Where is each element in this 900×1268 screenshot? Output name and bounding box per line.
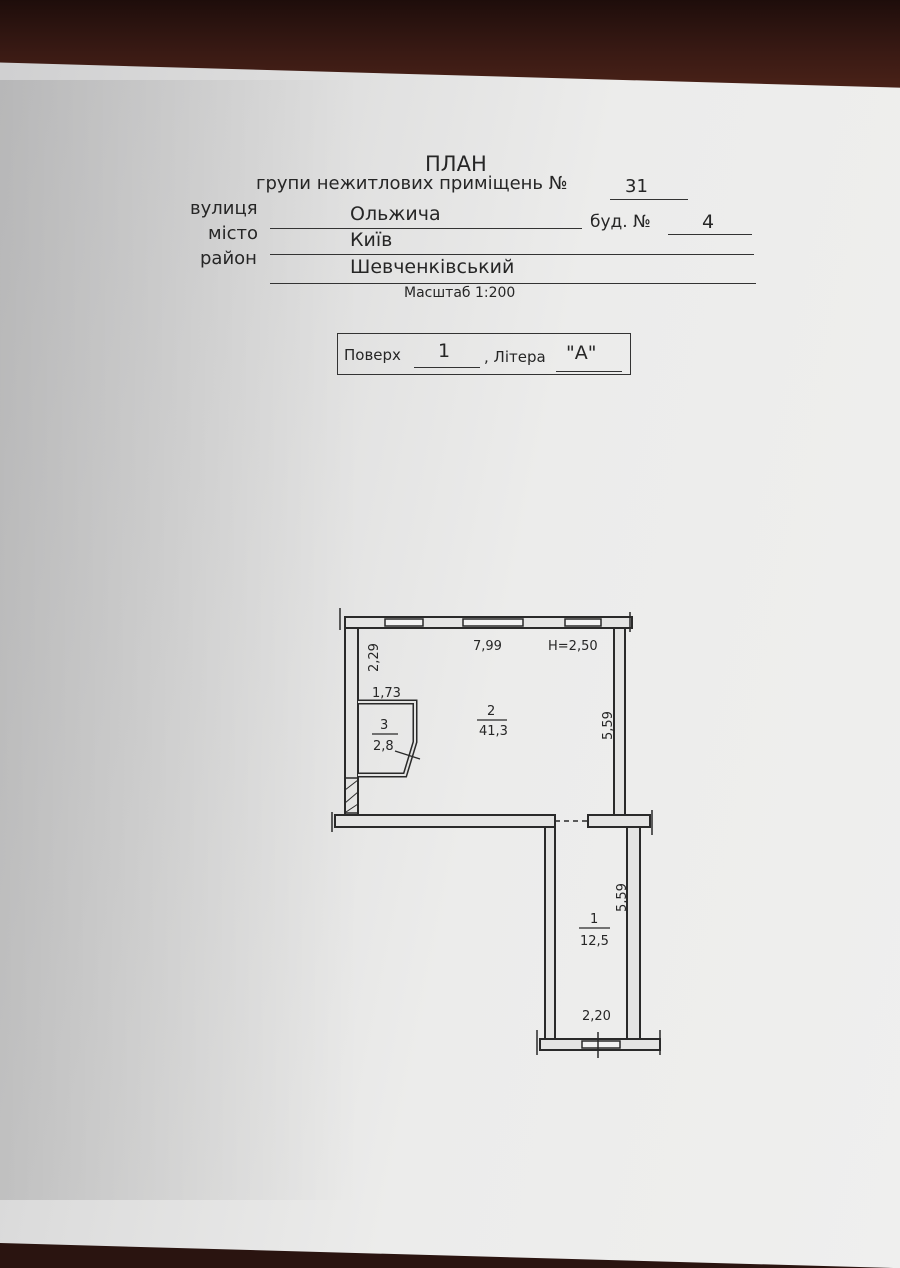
dim-room1-right: 5,59: [615, 883, 630, 912]
floor-plan: 7,99 H=2,50 2,29 1,73 5,59 5,59 2,20 2 4…: [331, 608, 661, 1058]
dim-left: 2,29: [367, 643, 382, 672]
floor-box: [337, 333, 631, 375]
room-3-number: 3: [380, 718, 388, 733]
building-label: буд. №: [590, 212, 651, 232]
plan-subtitle: групи нежитлових приміщень №: [256, 173, 568, 194]
room-1-area: 12,5: [580, 934, 609, 949]
scale-label: Масштаб 1:200: [404, 285, 516, 301]
room-2-number: 2: [487, 704, 495, 719]
wall-left: [344, 627, 359, 819]
closet-door-swing: [394, 750, 421, 760]
city-label: місто: [208, 223, 258, 244]
floor-value: 1: [438, 340, 451, 362]
letter-value: "А": [566, 342, 597, 364]
street-label: вулиця: [190, 198, 258, 219]
room-1-number: 1: [590, 912, 598, 927]
wall-middle-right: [587, 814, 651, 828]
dim-closet-width: 1,73: [372, 686, 401, 701]
wall-room1-left: [544, 826, 556, 1040]
break-marks: [331, 608, 661, 1058]
room-3-area: 2,8: [373, 739, 394, 754]
district-label: район: [200, 248, 257, 269]
dim-room1-bottom: 2,20: [582, 1009, 611, 1024]
dim-top: 7,99: [473, 639, 502, 654]
building-value: 4: [702, 211, 715, 233]
wall-middle-left: [334, 814, 556, 828]
letter-label: , Літера: [484, 348, 546, 366]
city-value: Київ: [350, 229, 393, 251]
ceiling-height: H=2,50: [548, 639, 598, 654]
district-value: Шевченківський: [350, 256, 515, 278]
wall-room1-right: [626, 826, 641, 1040]
group-number: 31: [625, 176, 648, 197]
chimney-hatch: [344, 777, 359, 814]
floor-label: Поверх: [344, 346, 401, 364]
room-2-area: 41,3: [479, 724, 508, 739]
windows: [384, 618, 621, 1049]
wall-room2-right: [613, 627, 626, 816]
dim-room2-right: 5,59: [601, 711, 616, 740]
street-value: Ольжича: [350, 203, 441, 225]
plan-title: ПЛАН: [425, 152, 487, 176]
